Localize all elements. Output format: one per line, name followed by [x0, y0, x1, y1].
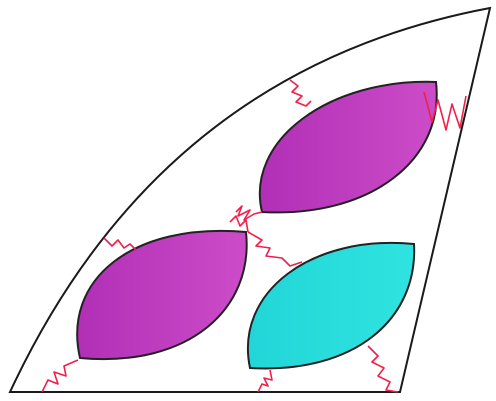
spring-bottom-left [42, 360, 78, 392]
particle-upper-right-ellipse [260, 82, 437, 213]
spring-center-to-upper [236, 206, 262, 220]
spring-left-boundary [104, 238, 136, 250]
particle-lower-right-ellipse [248, 243, 414, 369]
spring-top-boundary [290, 80, 311, 106]
particle-left-ellipse [77, 231, 246, 359]
spring-bottom-middle [258, 370, 272, 392]
spring-bottom-right [368, 346, 398, 392]
spring-center-to-cyan [248, 232, 302, 266]
